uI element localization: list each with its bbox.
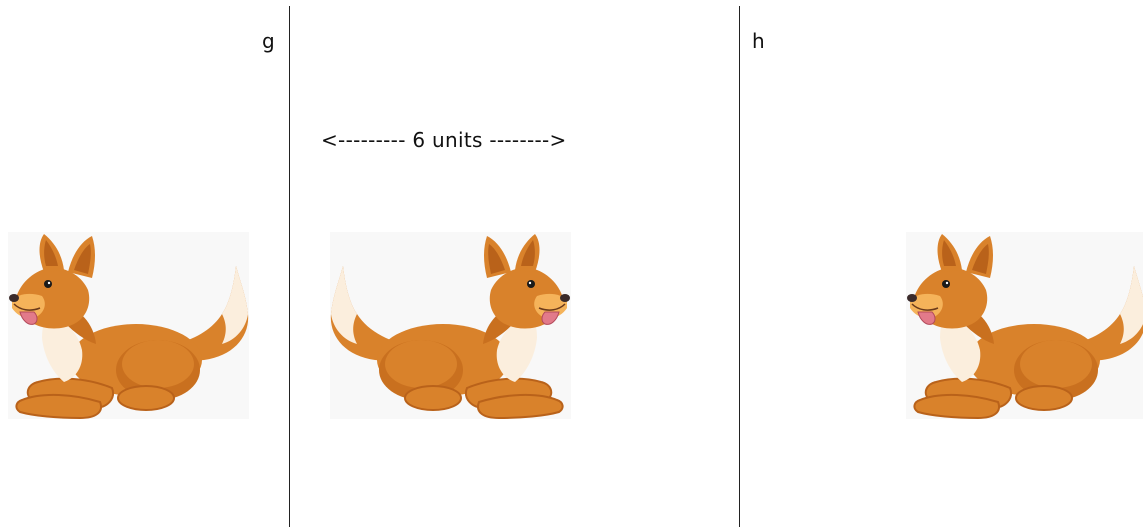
dog-icon	[330, 233, 571, 419]
distance-label: <--------- 6 units -------->	[321, 128, 567, 152]
dog-icon	[8, 233, 249, 419]
dog-original	[8, 232, 249, 419]
mirror-line-h-label: h	[752, 29, 765, 53]
mirror-line-g-label: g	[262, 29, 275, 53]
mirror-line-g	[289, 6, 290, 527]
mirror-line-h	[739, 6, 740, 527]
dog-reflection-in-g	[330, 232, 571, 419]
dog-icon	[906, 233, 1143, 419]
dog-reflection-in-h	[906, 232, 1143, 419]
